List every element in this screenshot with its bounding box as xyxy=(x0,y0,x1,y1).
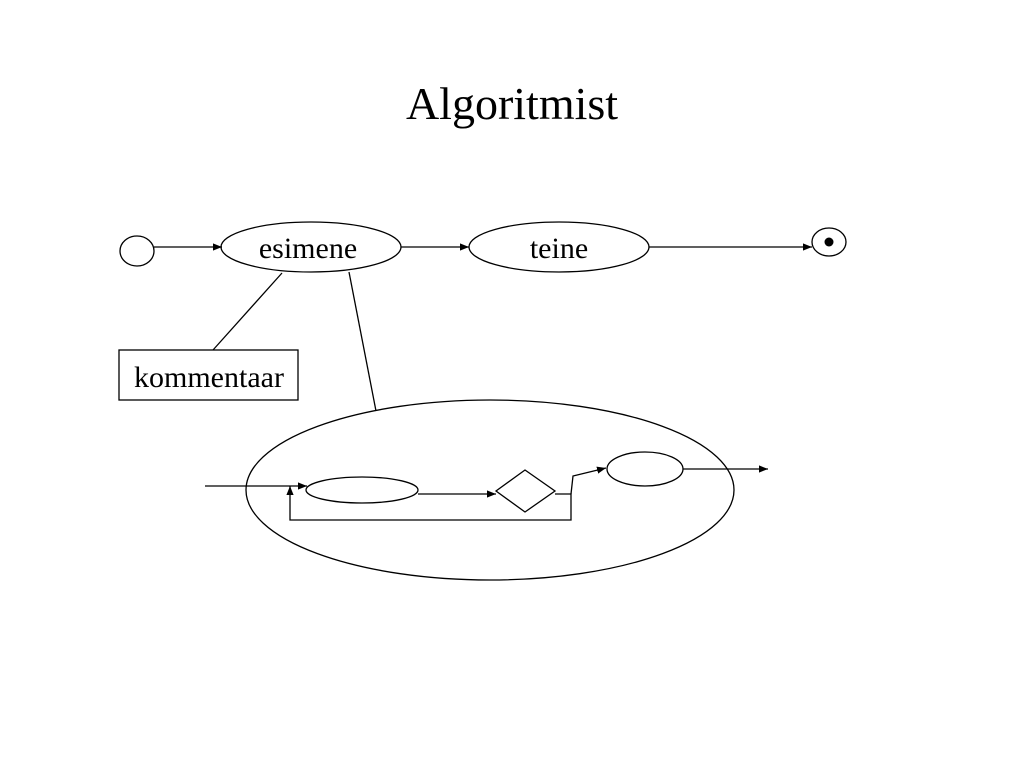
final-state xyxy=(811,227,847,257)
inner-action xyxy=(305,476,419,504)
arrow-decision-to-action xyxy=(570,466,607,495)
loop-back-path xyxy=(286,486,572,521)
comment-connector xyxy=(212,272,283,351)
state-teine-label: teine xyxy=(530,232,588,265)
initial-state xyxy=(119,235,155,267)
expansion-connector xyxy=(348,271,377,412)
state-esimene-label: esimene xyxy=(259,232,357,265)
subactivity-region xyxy=(245,399,735,581)
comment-box xyxy=(118,349,299,401)
comment-label: kommentaar xyxy=(134,361,284,394)
inner-action-2 xyxy=(606,451,684,487)
decision-diamond xyxy=(494,469,557,513)
final-state-dot xyxy=(824,237,834,247)
page-title: Algoritmist xyxy=(405,78,619,129)
